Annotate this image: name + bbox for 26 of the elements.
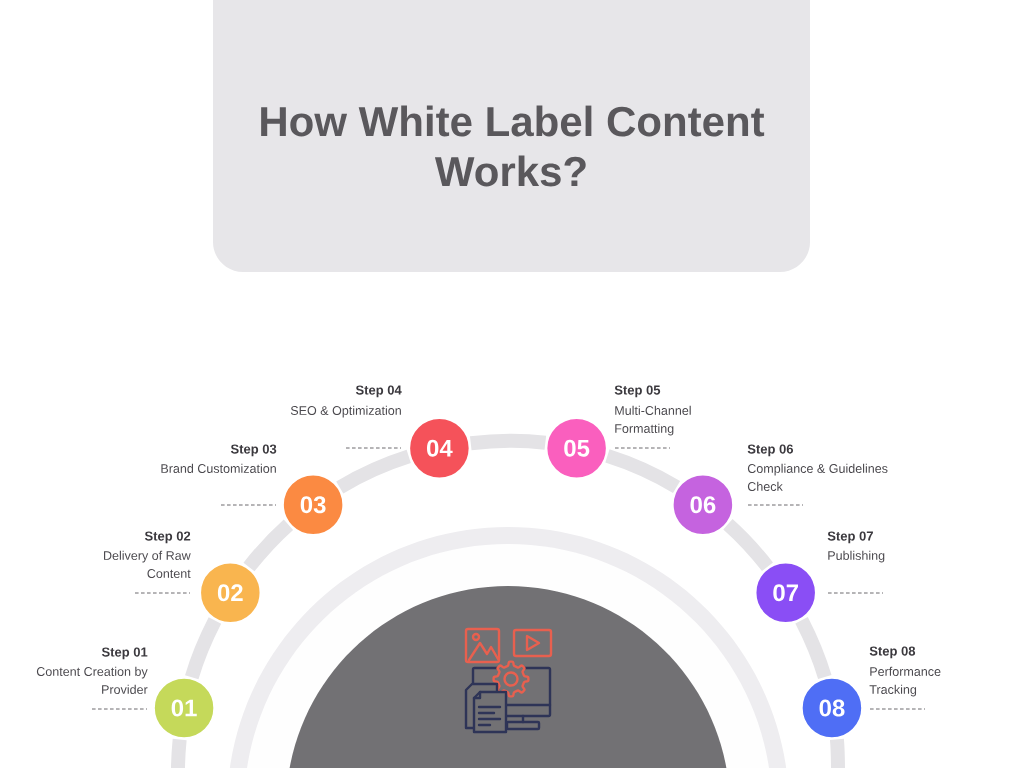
step-description: Performance Tracking [869, 666, 941, 697]
step-label: Step 03 [230, 444, 277, 457]
step-label: Step 07 [827, 531, 873, 544]
step-label: Step 08 [869, 646, 916, 659]
step-description: Brand Customization [161, 463, 276, 473]
step-label: Step 06 [747, 444, 794, 457]
step-label: Step 04 [355, 385, 402, 398]
step-label: Step 01 [101, 647, 148, 660]
step-description: Delivery of Raw Content [104, 550, 191, 578]
arc-connector [723, 519, 773, 572]
step-description: Content Creation by Provider [36, 666, 148, 694]
arc-connector [243, 519, 294, 572]
arc-connector [171, 738, 187, 768]
step-label: Step 05 [614, 385, 661, 398]
arc-connector [605, 449, 681, 493]
arc-connector [829, 738, 845, 768]
step-description: Multi-Channel Formatting [615, 405, 691, 436]
step-description: Publishing [828, 550, 885, 563]
step-label: Step 02 [144, 531, 191, 544]
arc-connector [795, 617, 832, 680]
title-banner: How White Label Content Works? [213, 0, 810, 272]
arc-connector [470, 433, 547, 451]
arc-connector [336, 449, 411, 494]
step-description: Compliance & Guidelines Check [747, 463, 888, 491]
arc-connector [185, 617, 222, 680]
step-description: SEO & Optimization [290, 405, 401, 418]
